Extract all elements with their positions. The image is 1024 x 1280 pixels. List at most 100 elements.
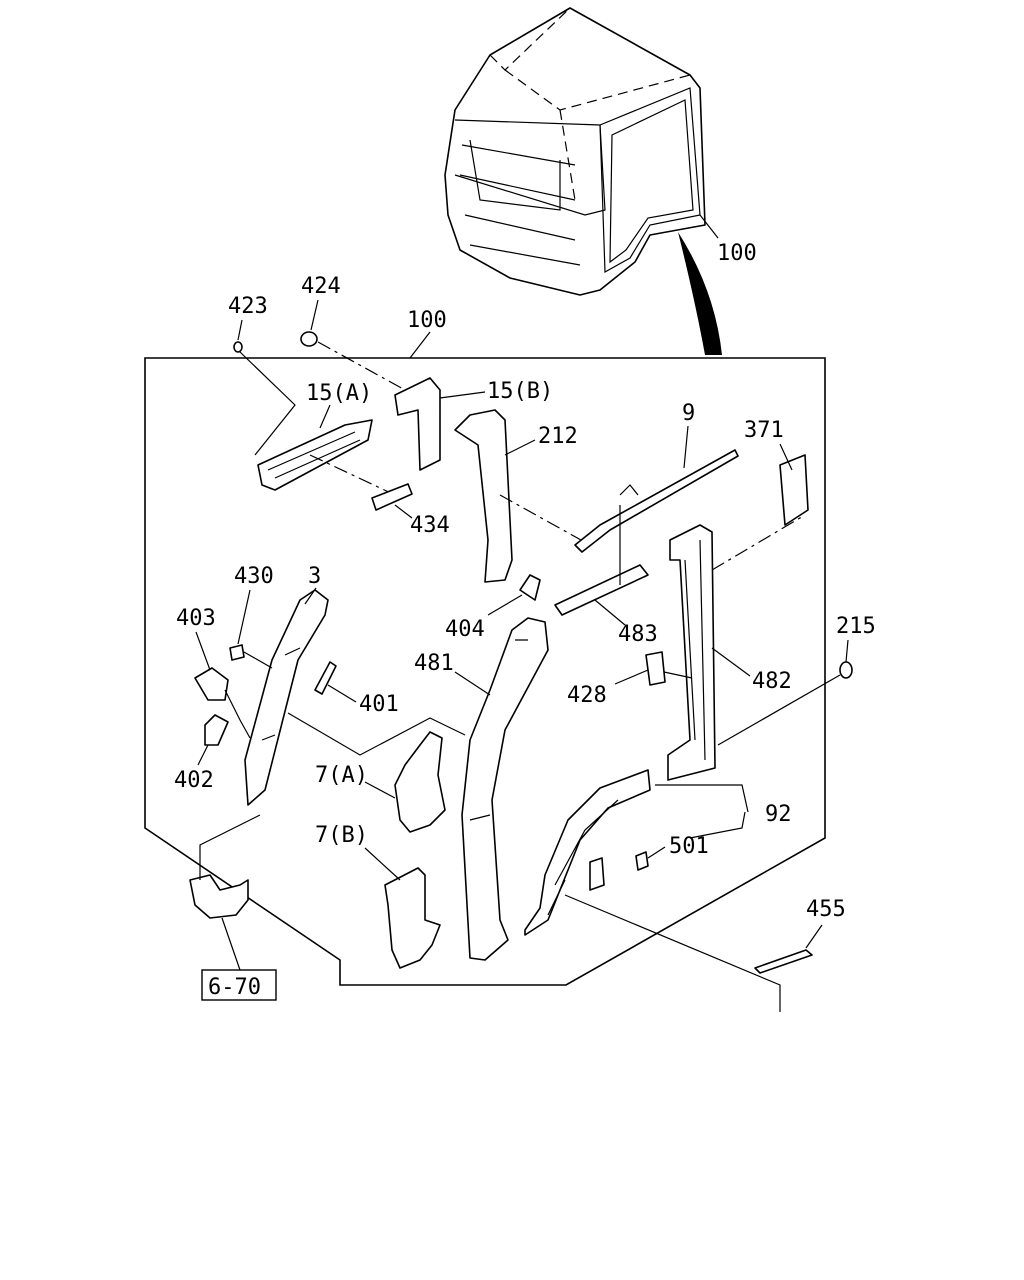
leader-212b bbox=[499, 494, 591, 546]
part-481 bbox=[461, 617, 549, 961]
part-212 bbox=[454, 409, 513, 583]
label-402: 402 bbox=[174, 768, 214, 793]
leader-ref-a bbox=[199, 814, 261, 880]
label-15b: 15(B) bbox=[487, 379, 553, 404]
label-455: 455 bbox=[806, 897, 846, 922]
leader-215 bbox=[845, 639, 849, 663]
leader-501 bbox=[647, 846, 666, 859]
leader-3 bbox=[304, 587, 317, 605]
leader-7a bbox=[364, 781, 396, 799]
label-423: 423 bbox=[228, 294, 268, 319]
part-483 bbox=[554, 564, 649, 616]
part-401 bbox=[314, 661, 337, 695]
part-434 bbox=[371, 483, 413, 511]
leader-15a bbox=[319, 404, 331, 429]
leader-9 bbox=[683, 425, 689, 469]
leader-212 bbox=[504, 439, 536, 456]
part-482-detail bbox=[684, 539, 706, 761]
leader-92b bbox=[689, 811, 746, 839]
part-ref-6-70 bbox=[189, 874, 249, 919]
assembly-frame bbox=[144, 357, 826, 986]
label-frame-100: 100 bbox=[407, 308, 447, 333]
part-92 bbox=[524, 769, 651, 936]
leader-15a-b bbox=[309, 454, 396, 496]
reference-box bbox=[201, 969, 277, 1001]
label-7b: 7(B) bbox=[315, 823, 368, 848]
part-92-detail bbox=[547, 799, 619, 916]
part-92-tab bbox=[589, 857, 605, 891]
leader-423 bbox=[237, 319, 243, 341]
part-15b bbox=[394, 377, 441, 471]
label-371: 371 bbox=[744, 418, 784, 443]
label-501: 501 bbox=[669, 834, 709, 859]
part-403 bbox=[194, 667, 229, 701]
part-430 bbox=[229, 644, 245, 661]
label-403: 403 bbox=[176, 606, 216, 631]
part-455 bbox=[754, 949, 813, 974]
part-215 bbox=[839, 661, 853, 679]
leader-frame-100 bbox=[409, 331, 431, 359]
mark-9 bbox=[619, 484, 639, 496]
leader-434 bbox=[394, 504, 413, 519]
leader-401 bbox=[327, 684, 357, 703]
leader-455 bbox=[805, 924, 823, 949]
leader-483 bbox=[594, 599, 626, 626]
leader-482b bbox=[711, 514, 806, 571]
label-482: 482 bbox=[752, 669, 792, 694]
label-483: 483 bbox=[618, 622, 658, 647]
label-92: 92 bbox=[765, 802, 792, 827]
leader-92a bbox=[655, 784, 749, 813]
label-215: 215 bbox=[836, 614, 876, 639]
leader-ref-b bbox=[221, 917, 241, 971]
part-501 bbox=[635, 851, 649, 871]
label-481: 481 bbox=[414, 651, 454, 676]
label-7a: 7(A) bbox=[315, 763, 368, 788]
leader-428 bbox=[614, 669, 649, 685]
label-434: 434 bbox=[410, 513, 450, 538]
cab-illustration bbox=[444, 7, 706, 296]
part-423 bbox=[233, 341, 243, 353]
part-481-detail bbox=[469, 639, 528, 821]
label-212: 212 bbox=[538, 424, 578, 449]
part-428 bbox=[645, 651, 666, 686]
leader-402 bbox=[197, 744, 209, 766]
leader-371 bbox=[779, 443, 793, 471]
leader-403 bbox=[195, 631, 211, 671]
leader-424 bbox=[310, 299, 319, 331]
label-401: 401 bbox=[359, 692, 399, 717]
leader-404 bbox=[487, 594, 523, 616]
part-402 bbox=[204, 714, 229, 746]
part-3-detail bbox=[261, 647, 301, 741]
leader-cab-100 bbox=[699, 214, 719, 239]
part-371 bbox=[779, 454, 809, 526]
label-428: 428 bbox=[567, 683, 607, 708]
label-404: 404 bbox=[445, 617, 485, 642]
leader-403b bbox=[224, 689, 251, 739]
arrow-pointer bbox=[678, 232, 722, 355]
leader-7b bbox=[364, 847, 401, 881]
part-424 bbox=[300, 331, 318, 347]
leader-455b bbox=[564, 894, 781, 1012]
part-482 bbox=[667, 524, 716, 781]
leader-481 bbox=[454, 671, 491, 696]
label-424: 424 bbox=[301, 274, 341, 299]
part-3 bbox=[244, 589, 329, 806]
part-7b bbox=[384, 867, 441, 969]
leader-424b bbox=[317, 341, 406, 391]
label-15a: 15(A) bbox=[306, 381, 372, 406]
part-7a bbox=[394, 731, 446, 833]
label-3: 3 bbox=[308, 564, 321, 589]
label-cab-100: 100 bbox=[717, 241, 757, 266]
leader-7a-b bbox=[287, 712, 466, 756]
leader-215b bbox=[717, 674, 841, 746]
leader-428b bbox=[663, 671, 693, 679]
part-9 bbox=[574, 449, 739, 553]
leader-15b bbox=[439, 391, 486, 399]
leader-423b bbox=[239, 351, 296, 456]
label-430: 430 bbox=[234, 564, 274, 589]
label-9: 9 bbox=[682, 401, 695, 426]
leader-482 bbox=[711, 647, 751, 677]
leader-430 bbox=[237, 589, 251, 645]
part-404 bbox=[519, 574, 541, 601]
